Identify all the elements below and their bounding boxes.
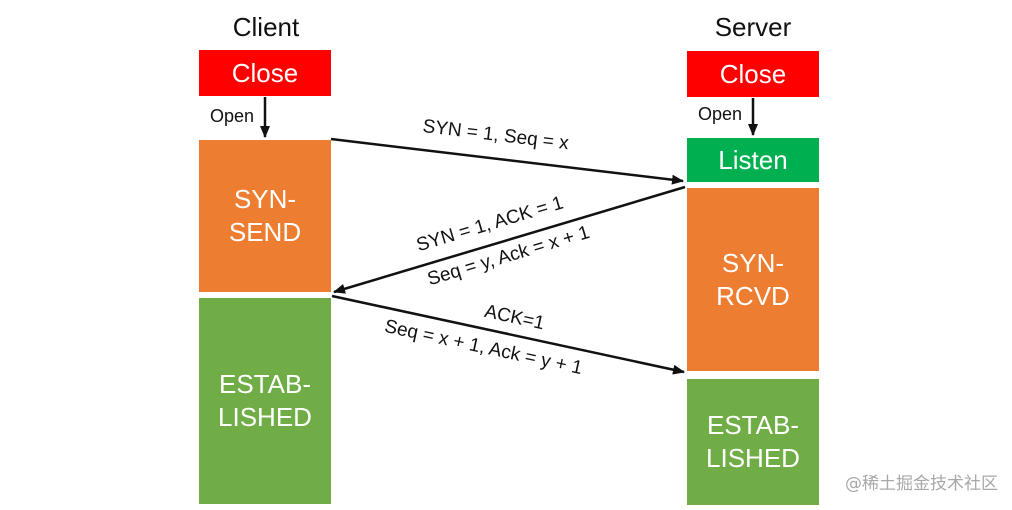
- syn-ack-arrow: [333, 185, 686, 294]
- server-listen-state: Listen: [687, 138, 819, 182]
- server-open-label: Open: [698, 104, 743, 124]
- server-syn-rcvd-state: SYN- RCVD: [687, 188, 819, 371]
- ack-arrow: [331, 294, 685, 375]
- server-established-state: ESTAB- LISHED: [687, 379, 819, 505]
- client-syn-send-state: SYN- SEND: [199, 140, 331, 292]
- client-title: Client: [232, 12, 300, 42]
- server-close-state: Close: [687, 51, 819, 97]
- syn-arrow: [330, 137, 684, 185]
- watermark: @稀土掘金技术社区: [845, 474, 998, 494]
- server-title: Server: [714, 12, 792, 42]
- client-open-label: Open: [210, 106, 255, 126]
- client-established-state: ESTAB- LISHED: [199, 298, 331, 504]
- client-close-state: Close: [199, 50, 331, 96]
